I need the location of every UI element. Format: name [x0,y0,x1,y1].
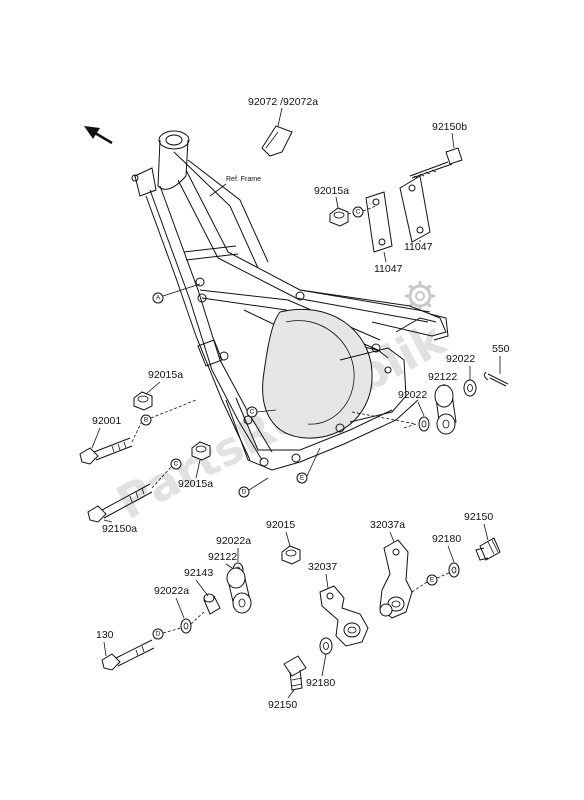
part-92022-washer-upper [463,379,477,397]
part-550-pin [483,371,509,387]
label-550: 550 [492,343,510,355]
label-92122-lower: 92122 [208,551,237,563]
label-92015a-top: 92015a [314,185,349,197]
svg-text:C: C [174,461,179,468]
label-92143: 92143 [184,567,213,579]
svg-text:A: A [156,295,161,302]
label-92180-lower: 92180 [306,677,335,689]
svg-text:C: C [250,409,255,416]
label-92122-upper: 92122 [428,371,457,383]
label-92022-lower: 92022 [398,389,427,401]
marker-b: B [140,414,152,426]
label-92022a-lower: 92022a [154,585,189,597]
label-92180-upper: 92180 [432,533,461,545]
part-92150-bolt-right [475,537,501,561]
marker-d-lower: D [152,628,164,640]
marker-c-top: C [352,206,364,218]
svg-text:D: D [242,489,247,496]
svg-text:D: D [156,631,161,638]
part-92150a-bolt [87,483,153,523]
part-32037a-bracket [379,539,413,619]
part-32037-bracket [319,585,369,647]
label-92022-upper: 92022 [446,353,475,365]
part-92015a-nut-top [329,207,349,227]
label-32037a: 32037a [370,519,405,531]
label-92015a-mid: 92015a [178,478,213,490]
ref-frame-label: Ref. Frame [226,176,261,183]
part-92015-nut [281,545,301,565]
part-92022a-washer-lower [180,618,192,634]
label-92015: 92015 [266,519,295,531]
part-11047-plate-left [365,191,393,253]
label-92150-right: 92150 [464,511,493,523]
part-92180-washer-upper [448,562,460,578]
label-130: 130 [96,629,114,641]
front-direction-arrow-icon [84,126,113,145]
marker-a: A [152,283,201,304]
motorcycle-frame [131,130,449,471]
marker-c-left: C [170,458,182,470]
gear-icon [405,281,435,311]
label-92001: 92001 [92,415,121,427]
label-11047-left: 11047 [374,263,403,275]
part-92122-collar-upper [434,384,457,435]
part-92143-collar [203,593,221,615]
part-92150b-bolt [409,147,463,179]
part-92022-washer-lower [418,416,430,432]
part-92015a-nut-left [133,391,153,411]
part-92180-washer-lower [319,637,333,655]
part-92015a-nut-mid [191,441,211,461]
label-92072: 92072 /92072a [248,96,318,108]
part-130-bolt [101,639,155,671]
part-11047-plate-right [399,175,431,243]
marker-e-frame: E [296,447,321,484]
svg-text:C: C [356,209,361,216]
svg-text:E: E [300,475,305,482]
svg-text:B: B [144,417,148,424]
svg-text:E: E [430,577,435,584]
label-92015a-left: 92015a [148,369,183,381]
label-92150-lower: 92150 [268,699,297,711]
marker-e-lower: E [426,574,438,586]
marker-c-frame: C [246,406,277,418]
marker-d: D [238,477,269,498]
part-92122-collar-lower [226,567,252,614]
part-92001-bolt [79,437,133,465]
label-32037: 32037 [308,561,337,573]
label-92150a: 92150a [102,523,137,535]
part-92072-cover [261,125,293,157]
label-92022a-upper: 92022a [216,535,251,547]
label-92150b: 92150b [432,121,467,133]
label-11047-right: 11047 [404,241,433,253]
part-92150-bolt-lower [283,655,307,691]
